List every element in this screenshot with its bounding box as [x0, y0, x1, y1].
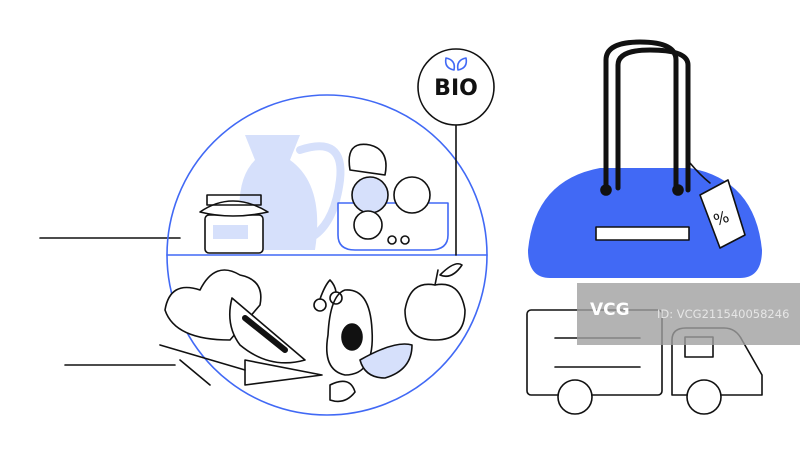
- watermark-logo: VCG: [590, 300, 630, 320]
- discount-label: %: [711, 207, 732, 230]
- watermark-id: ID: VCG211540058246: [657, 307, 790, 321]
- cherries-icon: [313, 279, 343, 312]
- salad-bowl-icon: [337, 143, 449, 251]
- watermark: [577, 283, 800, 345]
- vegetables-icon: [159, 269, 323, 386]
- jam-jar-icon: [199, 194, 269, 254]
- price-tag-icon: [699, 179, 746, 249]
- avocado-icon: [326, 289, 413, 403]
- apple-icon: [404, 262, 466, 341]
- bio-badge-label: BIO: [434, 76, 478, 101]
- leaf-icon: [444, 57, 468, 71]
